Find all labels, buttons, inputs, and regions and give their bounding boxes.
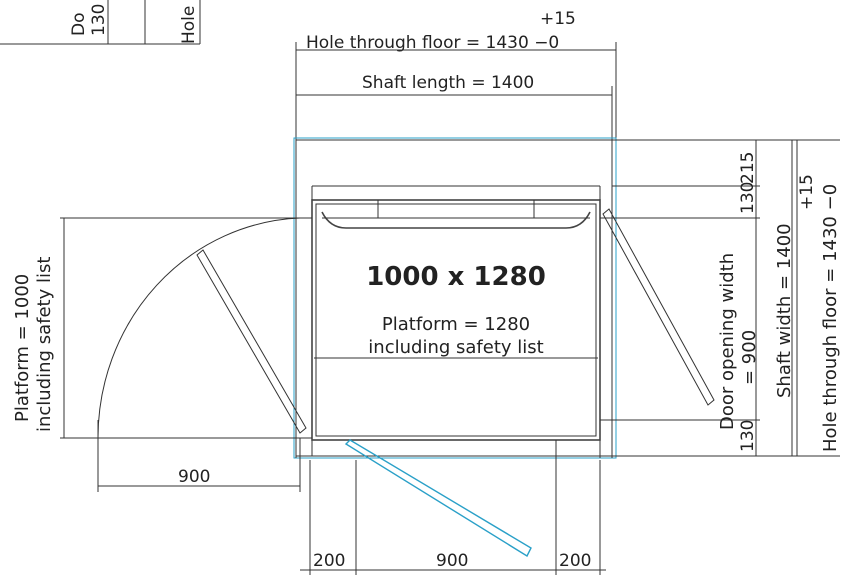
shaft-outline — [295, 139, 840, 458]
corner-label-do: Do — [69, 13, 89, 37]
shaft-length-label: Shaft length = 1400 — [362, 73, 534, 93]
left-swing-door — [60, 217, 312, 492]
bottom-200-right-label: 200 — [559, 551, 591, 571]
hole-through-floor-right-label: Hole through floor = 1430 −0 — [820, 184, 841, 452]
door-opening-line1: Door opening width — [717, 253, 738, 430]
door-opening-line2: = 900 — [739, 330, 760, 385]
platform-1280-line2: including safety list — [368, 337, 543, 358]
platform-1000-line2: including safety list — [34, 257, 55, 432]
bottom-900-label: 900 — [436, 551, 468, 571]
bottom-swing-door — [300, 439, 606, 575]
platform-size-title: 1000 x 1280 — [366, 262, 546, 292]
right-130-bottom-label: 130 — [738, 420, 758, 452]
left-900-label: 900 — [178, 467, 210, 487]
hole-through-floor-top-label: Hole through floor = 1430 −0 — [306, 33, 559, 53]
corner-fragment: Do 130 Hole — [0, 0, 201, 45]
platform-1000-line1: Platform = 1000 — [12, 274, 33, 422]
corner-label-130: 130 — [89, 4, 109, 36]
handrail — [321, 211, 591, 229]
right-130-top-label: 130 — [738, 182, 758, 214]
right-215-label: 215 — [738, 152, 758, 184]
bottom-200-left-label: 200 — [313, 551, 345, 571]
lift-platform — [311, 185, 601, 441]
platform-1280-line1: Platform = 1280 — [382, 314, 530, 335]
hole-right-tolerance-label: +15 — [797, 174, 817, 210]
floor-hole-outline — [293, 137, 617, 459]
shaft-width-label: Shaft width = 1400 — [774, 223, 795, 398]
top-dimensions: +15 Hole through floor = 1430 −0 Shaft l… — [295, 9, 617, 140]
corner-label-hole: Hole — [179, 6, 199, 44]
right-swing-door — [600, 140, 840, 457]
hole-top-tolerance-label: +15 — [540, 9, 576, 29]
